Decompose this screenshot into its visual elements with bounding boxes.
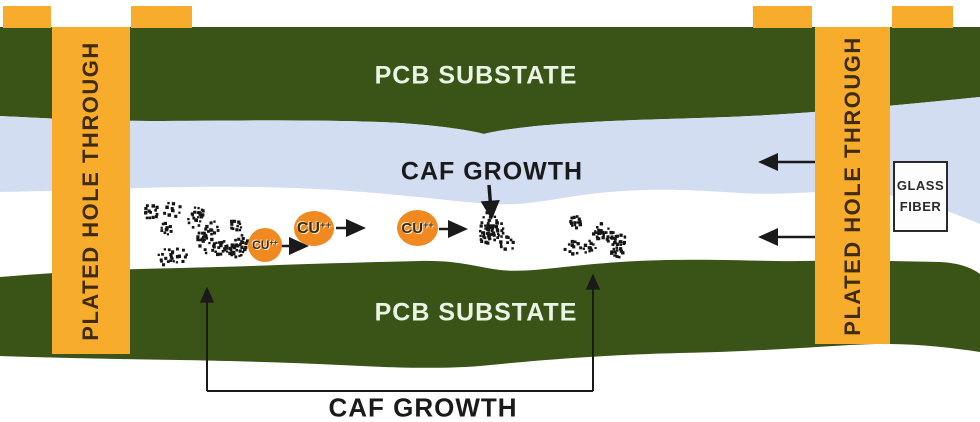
pcb-substrate-bottom-band xyxy=(0,259,980,368)
copper-ion-2-label: CU xyxy=(296,219,320,237)
caf-filament-clusters xyxy=(144,201,627,267)
glass-fiber-callout: GLASS FIBER xyxy=(893,161,948,232)
surface-pad-left-inner xyxy=(131,6,192,28)
copper-ion-1: CU++ xyxy=(248,228,282,262)
plated-hole-through-left-label: PLATED HOLE THROUGH xyxy=(78,40,103,341)
copper-ion-2-charge: ++ xyxy=(319,219,332,231)
surface-pad-right-inner xyxy=(753,6,812,28)
caf-filament-cluster-mid xyxy=(479,210,515,251)
glass-fiber-label-line2: FIBER xyxy=(899,198,942,214)
plated-hole-through-left: PLATED HOLE THROUGH xyxy=(52,27,130,354)
copper-ion-3-charge: ++ xyxy=(423,219,434,230)
pcb-substrate-bottom-label: PCB SUBSTATE xyxy=(374,298,578,327)
copper-ion-1-charge: ++ xyxy=(269,237,278,247)
glass-fiber-layer xyxy=(0,97,980,224)
surface-pad-right-outer xyxy=(892,6,953,28)
caf-growth-top-label: CAF GROWTH xyxy=(400,157,584,186)
caf-growth-pointer-arrow xyxy=(480,184,500,220)
caf-filament-cluster-right xyxy=(563,215,627,259)
caf-growth-bottom-label: CAF GROWTH xyxy=(328,392,518,422)
glass-fiber-label-line1: GLASS xyxy=(896,178,945,194)
pcb-substrate-top-band xyxy=(0,27,980,134)
pcb-substrate-top-label: PCB SUBSTATE xyxy=(374,61,578,90)
copper-ion-3-label: CU xyxy=(401,219,424,237)
plated-hole-through-right-label: PLATED HOLE THROUGH xyxy=(839,35,865,336)
copper-ion-3: CU++ xyxy=(397,210,438,246)
copper-ion-1-label: CU xyxy=(252,238,270,252)
surface-pad-left-outer xyxy=(3,6,51,28)
caf-filament-cluster-left xyxy=(144,201,250,267)
copper-ion-2: CU++ xyxy=(294,211,334,246)
caf-growth-bracket xyxy=(199,273,601,392)
plated-hole-through-right: PLATED HOLE THROUGH xyxy=(815,27,890,344)
